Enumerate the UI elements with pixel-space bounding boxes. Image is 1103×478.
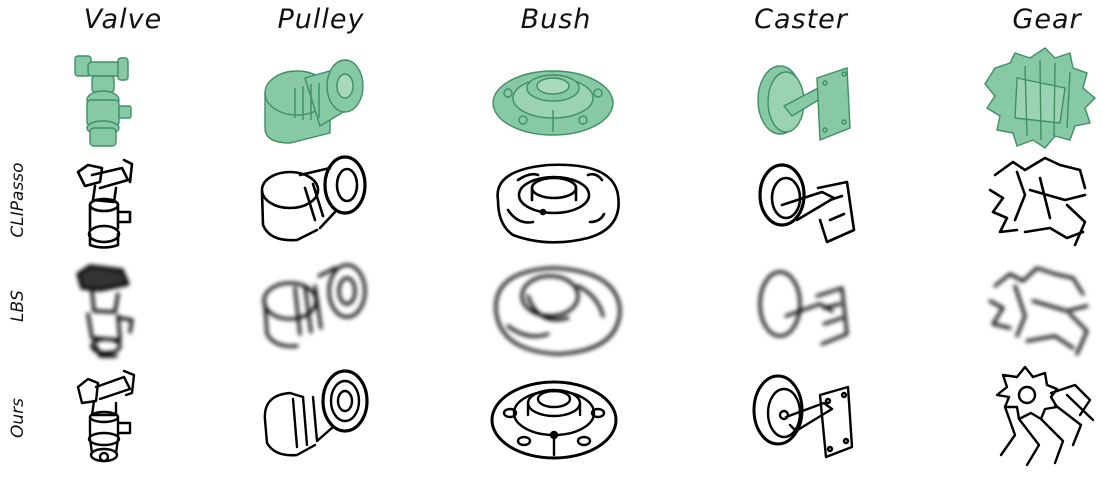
model-image-valve: [30, 48, 200, 153]
model-image-pulley: [235, 48, 405, 153]
column-title-gear: Gear: [1012, 4, 1082, 35]
sketch-clipasso-bush: [478, 150, 648, 255]
column-title-valve: Valve: [83, 4, 163, 35]
sketch-lbs-valve: [30, 256, 200, 361]
sketch-ours-valve: [30, 365, 200, 470]
sketch-clipasso-pulley: [235, 150, 405, 255]
sketch-ours-caster: [722, 365, 892, 470]
row-label-ours: Ours: [8, 398, 28, 439]
sketch-clipasso-valve: [30, 150, 200, 255]
sketch-clipasso-gear: [955, 150, 1103, 255]
row-label-clipasso: CLIPasso: [8, 162, 28, 238]
model-image-caster: [722, 48, 892, 153]
sketch-ours-gear: [955, 365, 1103, 470]
model-image-bush: [478, 48, 648, 153]
column-title-pulley: Pulley: [277, 4, 365, 35]
sketch-ours-bush: [478, 365, 648, 470]
sketch-clipasso-caster: [722, 150, 892, 255]
sketch-ours-pulley: [235, 365, 405, 470]
column-title-caster: Caster: [754, 4, 848, 35]
sketch-lbs-bush: [478, 256, 648, 361]
row-label-lbs: LBS: [8, 290, 28, 322]
model-image-gear: [955, 47, 1103, 153]
sketch-lbs-caster: [722, 256, 892, 361]
sketch-lbs-gear: [955, 256, 1103, 361]
column-title-bush: Bush: [520, 4, 592, 35]
sketch-lbs-pulley: [235, 256, 405, 361]
